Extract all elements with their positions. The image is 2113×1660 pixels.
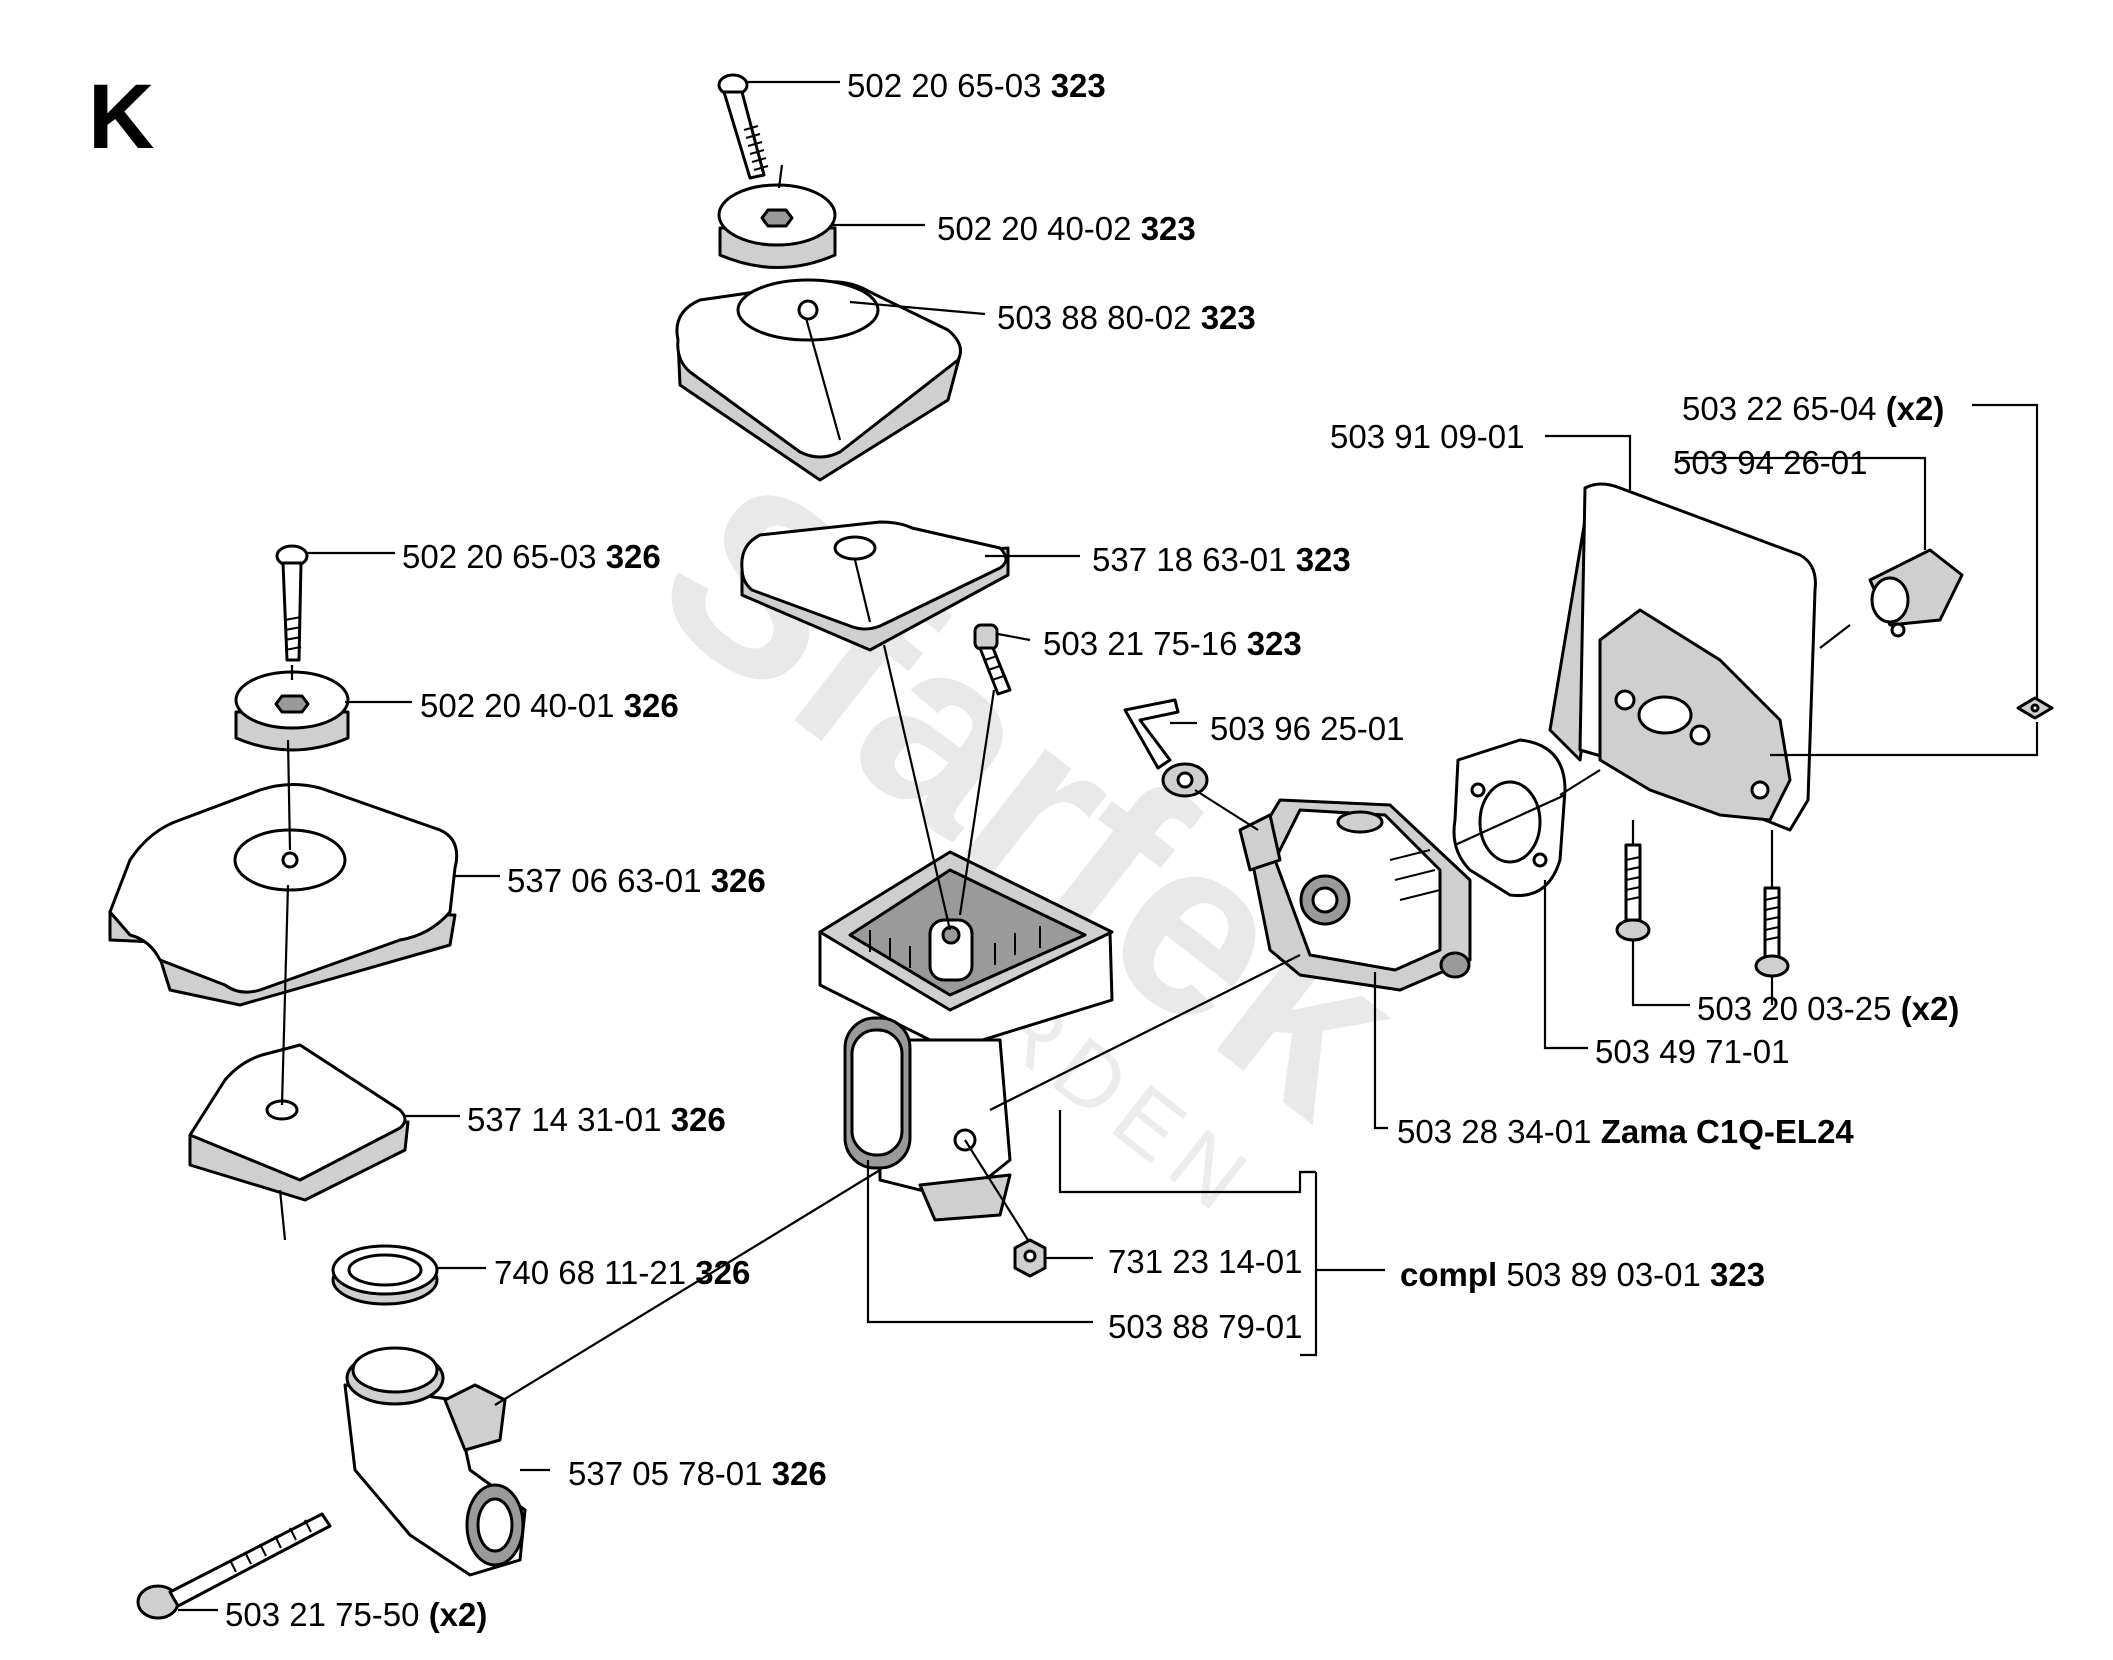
- screw-icon: [973, 623, 1012, 696]
- nut-icon: [1013, 1238, 1047, 1278]
- air-filter-cover-icon: [108, 783, 459, 1007]
- callout-503-91-09-01: 503 91 09-01: [1330, 418, 1525, 455]
- sleeve-icon: [1868, 548, 1964, 638]
- screw-icon: [1615, 843, 1651, 942]
- air-filter-icon: [740, 520, 1010, 652]
- bolt-icon: [717, 73, 769, 180]
- screw-icon: [1754, 886, 1790, 978]
- air-filter-icon: [188, 1043, 410, 1202]
- callout-503-88-80-02-323: 503 88 80-02 323: [997, 299, 1256, 336]
- washer-icon: [2016, 696, 2054, 720]
- callout-503-21-75-50: 503 21 75-50 (x2): [225, 1596, 487, 1633]
- carburettor-bracket-icon: [1548, 482, 1817, 832]
- seal-ring-icon: [331, 1244, 439, 1306]
- callout-503-20-03-25: 503 20 03-25 (x2): [1697, 990, 1959, 1027]
- callout-503-22-65-04: 503 22 65-04 (x2): [1682, 390, 1944, 427]
- callout-502-20-65-03-326: 502 20 65-03 326: [402, 538, 661, 575]
- carburettor-icon: [1238, 798, 1472, 992]
- callout-502-20-40-01-326: 502 20 40-01 326: [420, 687, 679, 724]
- callout-compl-503-89-03-01-323: compl 503 89 03-01 323: [1400, 1256, 1765, 1293]
- leader-lines: [178, 80, 2039, 1612]
- callout-503-94-26-01: 503 94 26-01: [1673, 444, 1868, 481]
- choke-lever-icon: [1123, 698, 1209, 798]
- bolt-icon: [275, 544, 309, 662]
- section-letter: K: [88, 66, 154, 168]
- callout-537-18-63-01-323: 537 18 63-01 323: [1092, 541, 1351, 578]
- callout-503-96-25-01: 503 96 25-01: [1210, 710, 1405, 747]
- callout-537-14-31-01-326: 537 14 31-01 326: [467, 1101, 726, 1138]
- callout-740-68-11-21-326: 740 68 11-21 326: [494, 1254, 750, 1291]
- callout-731-23-14-01: 731 23 14-01: [1108, 1243, 1303, 1280]
- knob-icon: [717, 183, 837, 269]
- air-filter-cover-icon: [675, 278, 962, 482]
- intake-elbow-icon: [343, 1346, 527, 1577]
- gasket-icon: [1452, 738, 1567, 898]
- callout-503-88-79-01: 503 88 79-01: [1108, 1308, 1303, 1345]
- callout-503-21-75-16-323: 503 21 75-16 323: [1043, 625, 1302, 662]
- callout-503-28-34-01-zama: 503 28 34-01 Zama C1Q-EL24: [1397, 1113, 1854, 1150]
- callout-502-20-65-03-323: 502 20 65-03 323: [847, 67, 1106, 104]
- callout-503-49-71-01: 503 49 71-01: [1595, 1033, 1790, 1070]
- callout-502-20-40-02-323: 502 20 40-02 323: [937, 210, 1196, 247]
- long-bolt-icon: [136, 1512, 332, 1620]
- knob-icon: [234, 670, 350, 752]
- callout-537-06-63-01-326: 537 06 63-01 326: [507, 862, 766, 899]
- callout-537-05-78-01-326: 537 05 78-01 326: [568, 1455, 827, 1492]
